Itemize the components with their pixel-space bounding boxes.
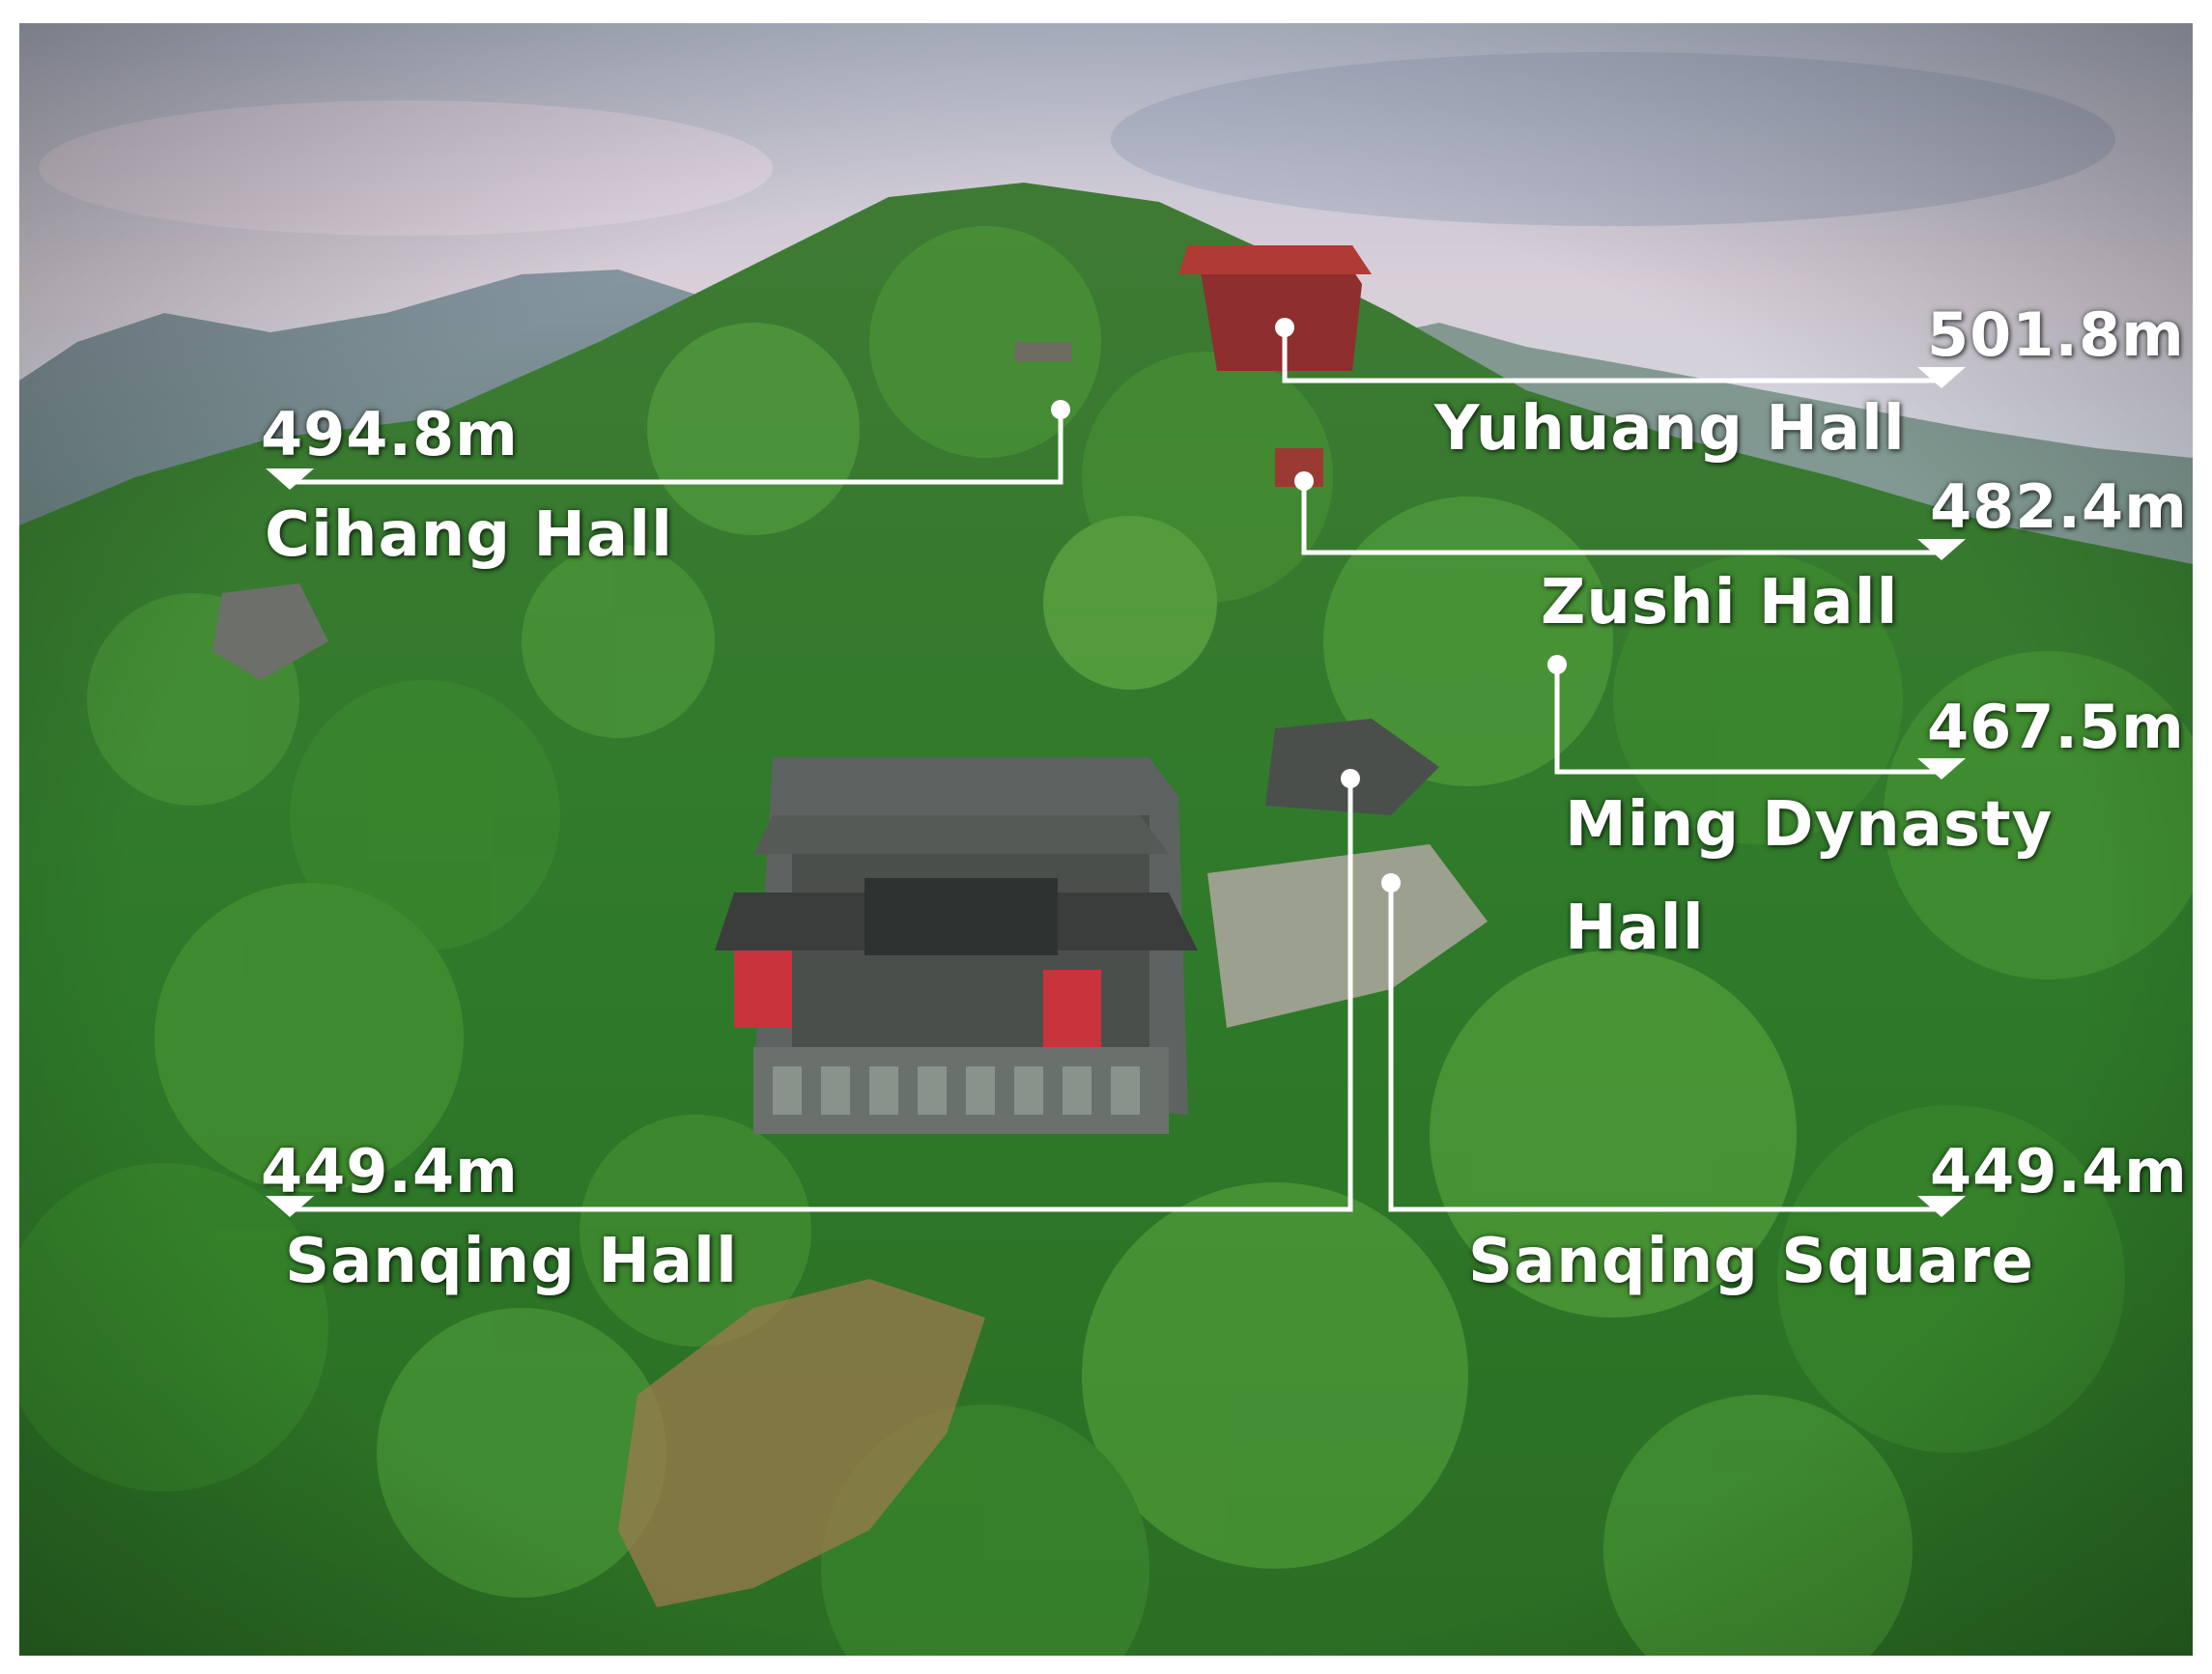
elevation-triangle-zushi (1917, 539, 1966, 560)
elevation-triangle-ming (1917, 758, 1966, 780)
elevation-label-cihang: 494.8m (261, 399, 519, 469)
elevation-label-ming: 467.5m (1927, 692, 2185, 762)
leader-lines (266, 318, 1966, 1217)
elevation-triangle-cihang (266, 468, 314, 490)
elevation-label-sanqing-hall: 449.4m (261, 1136, 519, 1206)
marker-dot-zushi (1294, 471, 1314, 491)
elevation-triangle-sanqing-square (1917, 1196, 1966, 1217)
leader-line-sanqing-square (1388, 883, 1942, 1212)
hall-name-sanqing-square: Sanqing Square (1468, 1226, 2034, 1297)
elevation-label-zushi: 482.4m (1930, 471, 2188, 542)
leader-line-sanqing-hall (290, 779, 1353, 1212)
elevation-triangle-sanqing-hall (266, 1196, 314, 1217)
hall-name-ming-line1: Ming Dynasty (1565, 789, 2054, 861)
leader-line-yuhuang (1282, 327, 1942, 383)
hall-name-zushi: Zushi Hall (1541, 567, 1899, 638)
hall-name-sanqing-hall: Sanqing Hall (285, 1226, 738, 1297)
elevation-label-yuhuang: 501.8m (1927, 299, 2185, 370)
marker-dot-cihang (1051, 400, 1070, 419)
elevation-triangle-yuhuang (1917, 367, 1966, 388)
leader-line-zushi (1301, 481, 1942, 555)
marker-dot-ming (1547, 655, 1567, 674)
hall-name-cihang: Cihang Hall (265, 499, 673, 571)
marker-dot-sanqing-square (1381, 873, 1401, 893)
annotated-aerial-photo: 501.8m Yuhuang Hall 494.8m Cihang Hall 4… (19, 23, 2193, 1656)
elevation-label-sanqing-square: 449.4m (1930, 1136, 2188, 1206)
marker-dot-sanqing-hall (1341, 769, 1360, 788)
hall-name-ming-line2: Hall (1565, 893, 1705, 964)
leader-line-ming (1554, 665, 1942, 775)
marker-dot-yuhuang (1275, 318, 1294, 337)
hall-name-yuhuang: Yuhuang Hall (1434, 393, 1906, 465)
leader-line-cihang (290, 410, 1063, 485)
